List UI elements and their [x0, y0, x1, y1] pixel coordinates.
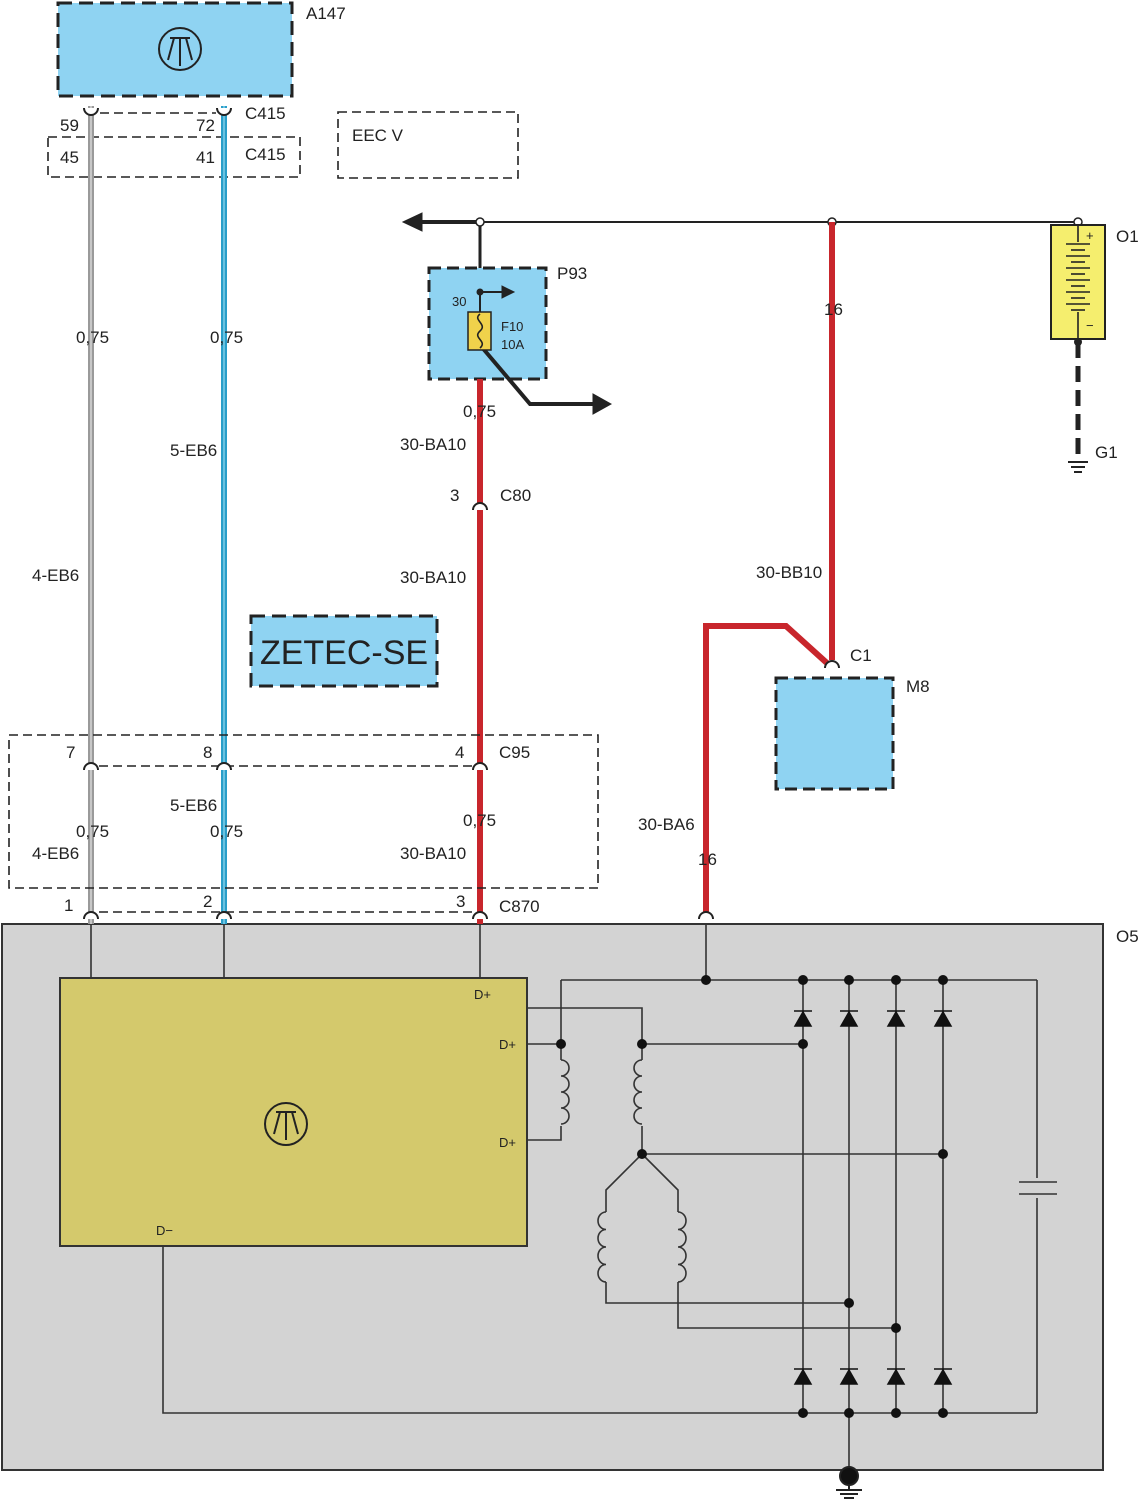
pin-2: 2 — [203, 892, 212, 911]
battery-icon — [1066, 226, 1090, 338]
label-g1: G1 — [1095, 443, 1118, 462]
battery-plus: + — [1086, 228, 1094, 243]
alternator-internal-wiring — [90, 924, 1057, 1470]
pin-45: 45 — [60, 148, 79, 167]
red-wire-code-1: 30-BA10 — [400, 435, 466, 454]
fuse-icon — [476, 313, 484, 349]
grey-wire-size-bottom: 0,75 — [76, 822, 109, 841]
fuse-internal-wiring — [476, 285, 613, 415]
ground-symbol-g1 — [1068, 461, 1088, 473]
red-wire-size-bottom: 0,75 — [463, 811, 496, 830]
pin-41: 41 — [196, 148, 215, 167]
red-wire-code-2: 30-BA10 — [400, 568, 466, 587]
label-eec-v: EEC V — [352, 126, 404, 145]
label-d-plus-1: D+ — [474, 987, 491, 1002]
label-c95: C95 — [499, 743, 530, 762]
housing-ground-symbol — [836, 1466, 862, 1499]
engine-label: ZETEC-SE — [260, 634, 428, 672]
label-d-plus-3: D+ — [499, 1135, 516, 1150]
blue-wire-size-top: 0,75 — [210, 328, 243, 347]
c415-lower-box — [47, 136, 301, 178]
pin-c870-3: 3 — [456, 892, 465, 911]
junction-dots — [556, 975, 948, 1418]
pin-59: 59 — [60, 116, 79, 135]
pin-4: 4 — [455, 743, 464, 762]
bb10-wire-code: 30-BB10 — [756, 563, 822, 582]
pin-c80-3: 3 — [450, 486, 459, 505]
ba6-wire-size: 16 — [698, 850, 717, 869]
ba6-wire-code: 30-BA6 — [638, 815, 695, 834]
pin-8: 8 — [203, 743, 212, 762]
label-d-plus-2: D+ — [499, 1037, 516, 1052]
red-wire-size-top: 0,75 — [463, 402, 496, 421]
a147-transistor-icon — [158, 27, 202, 71]
label-f10: F10 — [501, 319, 523, 334]
label-a147: A147 — [306, 4, 346, 23]
transistor-icon — [264, 1102, 308, 1146]
bb10-wire-size: 16 — [824, 300, 843, 319]
label-c1: C1 — [850, 646, 872, 665]
grey-wire-code-top: 4-EB6 — [32, 566, 79, 585]
rectifier-diodes — [793, 1010, 953, 1385]
label-c415-bottom: C415 — [245, 145, 286, 164]
stator-coils — [560, 1059, 687, 1283]
connector-contacts — [83, 107, 840, 920]
pin-7: 7 — [66, 743, 75, 762]
engine-label-box — [249, 614, 439, 688]
pin-72: 72 — [196, 116, 215, 135]
label-c870: C870 — [499, 897, 540, 916]
blue-wire-code-top: 5-EB6 — [170, 441, 217, 460]
wire-red-30-ba6 — [703, 623, 831, 912]
pin-1: 1 — [64, 896, 73, 915]
label-o1: O1 — [1116, 227, 1138, 246]
module-a147 — [56, 1, 294, 98]
label-p93: P93 — [557, 264, 587, 283]
battery-minus: − — [1086, 318, 1094, 333]
label-c80: C80 — [500, 486, 531, 505]
eec-v-box — [337, 111, 519, 179]
grey-wire-size-top: 0,75 — [76, 328, 109, 347]
red-wire-code-bottom: 30-BA10 — [400, 844, 466, 863]
label-c415-top: C415 — [245, 104, 286, 123]
label-d-minus: D− — [156, 1223, 173, 1238]
label-m8: M8 — [906, 677, 930, 696]
blue-wire-size-bottom: 0,75 — [210, 822, 243, 841]
label-fuse-pin-30: 30 — [452, 294, 466, 309]
label-o5: O5 — [1116, 927, 1138, 946]
label-f10-rating: 10A — [501, 337, 524, 352]
c95-region — [8, 734, 599, 889]
blue-wire-code-bottom: 5-EB6 — [170, 796, 217, 815]
module-m8 — [774, 676, 895, 791]
grey-wire-code-bottom: 4-EB6 — [32, 844, 79, 863]
